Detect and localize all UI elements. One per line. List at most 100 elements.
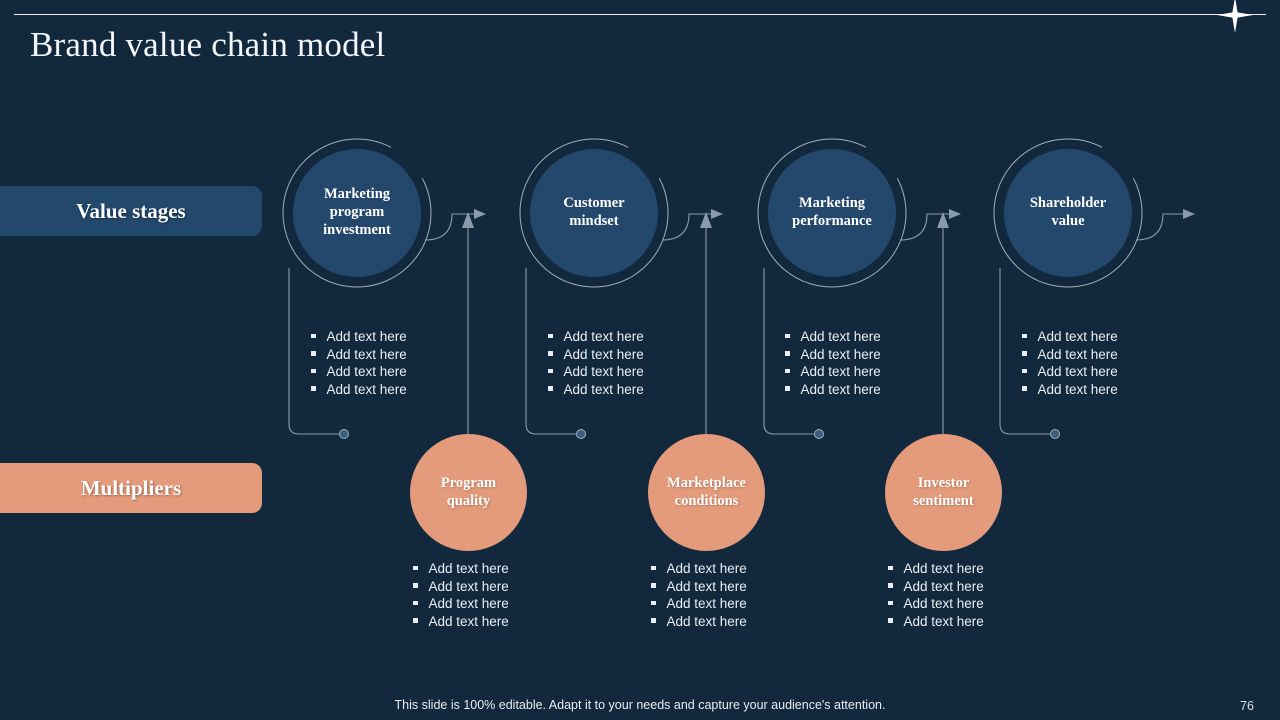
header-divider	[14, 14, 1266, 15]
list-item-text: Add text here	[800, 329, 881, 344]
list-item: Add text here	[651, 560, 747, 578]
bullet-square-icon	[413, 565, 418, 570]
list-item: Add text here	[311, 328, 407, 346]
stage-node-4[interactable]: Shareholder value	[992, 137, 1144, 289]
bullet-square-icon	[311, 368, 316, 373]
list-item: Add text here	[888, 613, 984, 631]
list-item-text: Add text here	[666, 596, 747, 611]
list-item-text: Add text here	[1037, 381, 1118, 397]
list-item-text: Add text here	[903, 596, 984, 611]
stage-node-2-label: Customer mindset	[530, 149, 658, 277]
list-item: Add text here	[311, 381, 407, 399]
list-item: Add text here	[888, 560, 984, 578]
list-item-text: Add text here	[800, 364, 881, 379]
list-item-text: Add text here	[326, 381, 407, 397]
list-item: Add text here	[548, 328, 644, 346]
list-item-text: Add text here	[563, 364, 644, 379]
list-item-text: Add text here	[903, 613, 984, 629]
bullet-square-icon	[311, 333, 316, 338]
bullet-square-icon	[413, 583, 418, 588]
bullet-square-icon	[413, 618, 418, 623]
stage-bullets-2: Add text here Add text here Add text her…	[548, 328, 644, 398]
multiplier-bullets-2: Add text here Add text here Add text her…	[651, 560, 747, 630]
list-item-text: Add text here	[800, 346, 881, 362]
list-item-text: Add text here	[428, 613, 509, 629]
list-item-text: Add text here	[903, 578, 984, 594]
list-item: Add text here	[1022, 381, 1118, 399]
sparkle-icon	[1217, 0, 1253, 33]
bullet-square-icon	[1022, 368, 1027, 373]
bullet-square-icon	[548, 386, 553, 391]
stage-node-4-label: Shareholder value	[1004, 149, 1132, 277]
list-item: Add text here	[651, 578, 747, 596]
list-item: Add text here	[548, 363, 644, 381]
bullet-square-icon	[1022, 386, 1027, 391]
list-item-text: Add text here	[326, 364, 407, 379]
list-item-text: Add text here	[428, 578, 509, 594]
page-number: 76	[1240, 699, 1254, 713]
bullet-square-icon	[785, 386, 790, 391]
bullet-square-icon	[651, 565, 656, 570]
stage-node-2[interactable]: Customer mindset	[518, 137, 670, 289]
bullet-square-icon	[888, 600, 893, 605]
bullet-square-icon	[413, 600, 418, 605]
list-item-text: Add text here	[666, 578, 747, 594]
footer-note: This slide is 100% editable. Adapt it to…	[394, 698, 886, 712]
list-item: Add text here	[548, 346, 644, 364]
row-label-value-stages: Value stages	[0, 186, 262, 236]
bullet-square-icon	[651, 600, 656, 605]
row-label-multipliers-text: Multipliers	[80, 475, 182, 500]
stage-bullets-3: Add text here Add text here Add text her…	[785, 328, 881, 398]
bullet-square-icon	[548, 333, 553, 338]
bullet-square-icon	[888, 618, 893, 623]
row-label-value-stages-text: Value stages	[76, 198, 186, 223]
list-item: Add text here	[311, 363, 407, 381]
bullet-square-icon	[1022, 333, 1027, 338]
list-item: Add text here	[888, 578, 984, 596]
list-item: Add text here	[548, 381, 644, 399]
multiplier-node-3-label: Investor sentiment	[885, 434, 1002, 551]
list-item: Add text here	[785, 381, 881, 399]
list-item-text: Add text here	[903, 561, 984, 576]
multiplier-bullets-3: Add text here Add text here Add text her…	[888, 560, 984, 630]
list-item: Add text here	[785, 363, 881, 381]
multiplier-node-1[interactable]: Program quality	[410, 434, 527, 551]
list-item: Add text here	[651, 613, 747, 631]
list-item: Add text here	[413, 560, 509, 578]
bullet-square-icon	[311, 386, 316, 391]
list-item-text: Add text here	[428, 596, 509, 611]
stage-node-3[interactable]: Marketing performance	[756, 137, 908, 289]
stage-node-1[interactable]: Marketing program investment	[281, 137, 433, 289]
bullet-square-icon	[1022, 351, 1027, 356]
multiplier-node-1-label: Program quality	[410, 434, 527, 551]
bullet-square-icon	[651, 583, 656, 588]
list-item-text: Add text here	[666, 613, 747, 629]
bullet-square-icon	[548, 351, 553, 356]
stage-bullets-4: Add text here Add text here Add text her…	[1022, 328, 1118, 398]
bullet-square-icon	[785, 351, 790, 356]
bullet-square-icon	[651, 618, 656, 623]
list-item: Add text here	[311, 346, 407, 364]
multiplier-bullets-1: Add text here Add text here Add text her…	[413, 560, 509, 630]
list-item-text: Add text here	[666, 561, 747, 576]
list-item-text: Add text here	[800, 381, 881, 397]
page-title: Brand value chain model	[30, 25, 386, 64]
list-item-text: Add text here	[563, 346, 644, 362]
multiplier-node-2[interactable]: Marketplace conditions	[648, 434, 765, 551]
list-item-text: Add text here	[563, 381, 644, 397]
multiplier-node-3[interactable]: Investor sentiment	[885, 434, 1002, 551]
list-item-text: Add text here	[1037, 346, 1118, 362]
bullet-square-icon	[785, 333, 790, 338]
list-item: Add text here	[413, 578, 509, 596]
list-item-text: Add text here	[326, 329, 407, 344]
list-item: Add text here	[651, 595, 747, 613]
list-item: Add text here	[888, 595, 984, 613]
list-item: Add text here	[1022, 363, 1118, 381]
list-item: Add text here	[1022, 328, 1118, 346]
list-item: Add text here	[413, 595, 509, 613]
list-item-text: Add text here	[1037, 329, 1118, 344]
bullet-square-icon	[548, 368, 553, 373]
list-item-text: Add text here	[326, 346, 407, 362]
list-item-text: Add text here	[1037, 364, 1118, 379]
